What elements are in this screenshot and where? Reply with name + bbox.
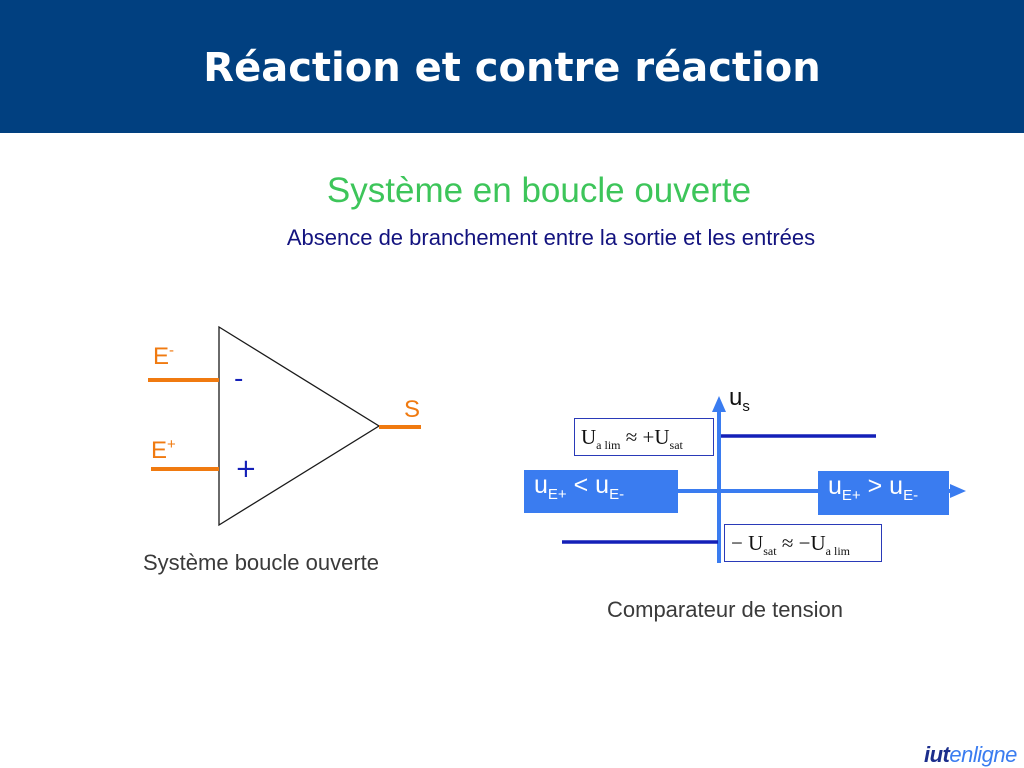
iutenligne-logo: iutenligne — [924, 742, 1017, 768]
right-sub2: E- — [903, 487, 919, 504]
comparator-caption: Comparateur de tension — [607, 597, 844, 622]
horizontal-axis-arrow — [950, 484, 966, 498]
logo-part-enligne: enligne — [949, 742, 1017, 767]
opamp-triangle — [218, 325, 381, 527]
right-region-box: uE+ > uE- — [818, 471, 949, 515]
left-op: < u — [566, 471, 610, 499]
vertical-axis-arrow — [712, 396, 726, 412]
left-u: u — [534, 471, 548, 499]
output-label: S — [404, 396, 421, 423]
section-description: Absence de branchement entre la sortie e… — [286, 225, 816, 250]
left-sub2: E- — [609, 486, 625, 503]
section-subtitle: Système en boucle ouverte — [326, 171, 752, 210]
left-sub1: E+ — [547, 486, 567, 503]
high-main: U — [581, 425, 597, 449]
low-rest: ≈ −U — [776, 531, 826, 555]
high-sub2: sat — [669, 438, 683, 453]
input-minus-letter: E — [153, 343, 170, 370]
high-level-box: Ua lim ≈ +Usat — [574, 418, 714, 456]
axis-label-sub: s — [742, 397, 750, 415]
left-region-box: uE+ < uE- — [524, 470, 678, 513]
input-minus-label: E- — [153, 343, 174, 371]
right-u: u — [828, 472, 842, 500]
low-main: − U — [731, 531, 764, 555]
right-op: > u — [860, 472, 904, 500]
input-plus-sup: + — [167, 436, 176, 453]
right-sub1: E+ — [841, 487, 861, 504]
logo-part-iut: iut — [924, 742, 950, 767]
axis-label-letter: u — [729, 384, 743, 411]
minus-sign: - — [234, 364, 244, 394]
axis-label-us: us — [729, 384, 750, 415]
low-sub: sat — [763, 544, 777, 559]
input-minus-sup: - — [169, 342, 175, 359]
input-plus-letter: E — [151, 437, 168, 464]
input-plus-label: E+ — [151, 437, 176, 465]
title-bar: Réaction et contre réaction — [0, 0, 1024, 133]
opamp-caption: Système boucle ouverte — [143, 550, 380, 575]
high-sub: a lim — [596, 438, 621, 453]
high-rest: ≈ +U — [620, 425, 670, 449]
plus-sign: + — [235, 454, 257, 484]
slide-title: Réaction et contre réaction — [203, 45, 821, 91]
low-sub2: a lim — [825, 544, 850, 559]
low-level-box: − Usat ≈ −Ua lim — [724, 524, 882, 562]
